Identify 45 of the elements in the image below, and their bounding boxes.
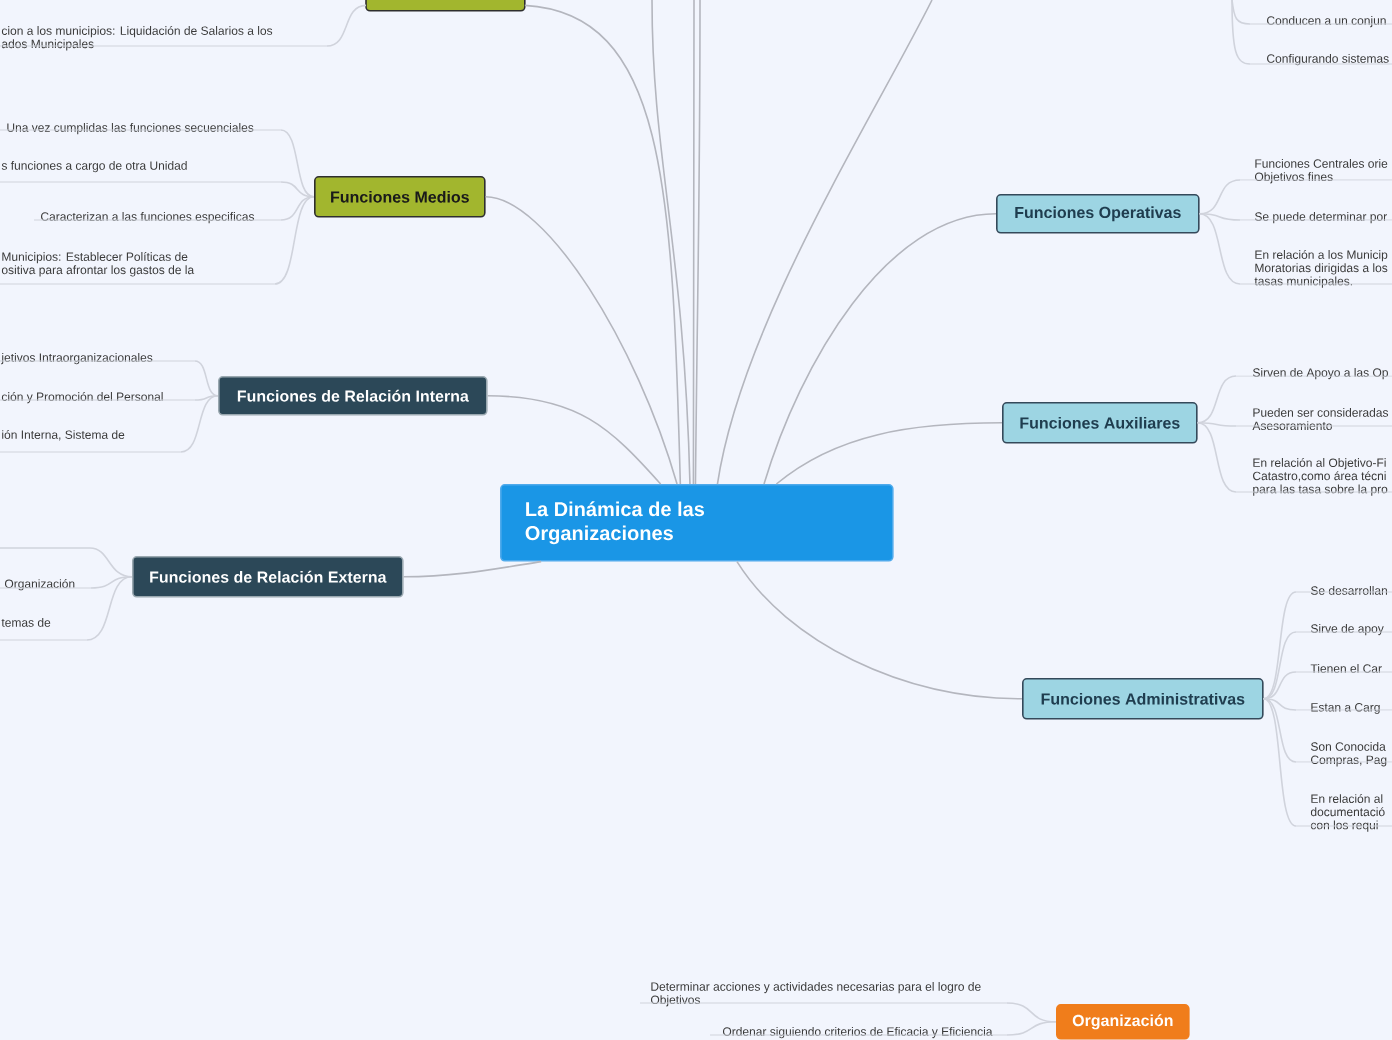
connector-line: [775, 422, 1003, 485]
connector-line: [1196, 375, 1237, 424]
topic-box: Funciones Operativas: [996, 194, 1200, 234]
connector-line: [194, 395, 219, 401]
connector-line: [180, 395, 219, 453]
connector-line: [0, 547, 133, 578]
connector-line: [763, 213, 997, 485]
connector-line: [1198, 213, 1241, 221]
connector-line: [274, 196, 315, 285]
topic-box: Funciones Administrativas: [1022, 678, 1264, 720]
connector-line: [194, 360, 219, 397]
connector-line: [1262, 698, 1297, 827]
connector-line: [1262, 591, 1297, 700]
connector-line: [524, 4, 682, 485]
connector-line: [716, 0, 933, 485]
topic-box: Organización: [1056, 1004, 1190, 1040]
topic-box: Funciones Auxiliares: [1002, 402, 1198, 444]
connector-line: [1262, 631, 1297, 700]
connector-line: [1006, 1021, 1057, 1036]
connector-line: [280, 181, 315, 198]
connector-line: [1231, 0, 1251, 25]
connector-line: [326, 4, 367, 47]
connector-line: [736, 560, 1023, 700]
topic-box: [365, 0, 526, 12]
topic-box: Funciones de Relación Interna: [218, 376, 488, 416]
connector-line: [694, 0, 701, 485]
connector-line: [402, 560, 542, 578]
connector-line: [651, 0, 691, 485]
connector-line: [280, 196, 315, 221]
connector-line: [1262, 671, 1297, 700]
connector-line: [1262, 698, 1297, 763]
connector-line: [692, 0, 695, 485]
connector-line: [1262, 698, 1297, 711]
topic-box: Funciones Medios: [314, 176, 486, 218]
connector-line: [1196, 422, 1237, 427]
connector-line: [86, 576, 133, 641]
topic-box: Funciones de Relación Externa: [132, 556, 404, 598]
connector-line: [1198, 213, 1241, 285]
connector-line: [1196, 422, 1237, 493]
connector-line: [484, 196, 678, 485]
connector-line: [1231, 0, 1251, 65]
central-topic-box: La Dinámica de las Organizaciones: [500, 484, 894, 562]
connector-line: [280, 129, 315, 198]
connector-line: [1198, 179, 1241, 215]
connector-line: [486, 395, 662, 485]
